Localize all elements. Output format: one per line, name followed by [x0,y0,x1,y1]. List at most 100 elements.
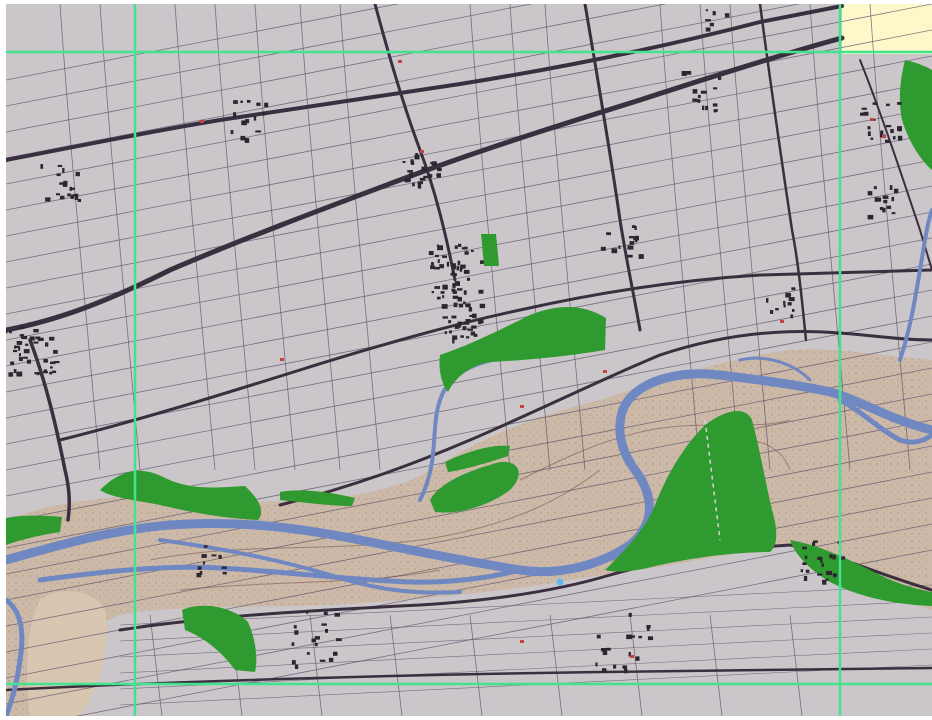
road-south-diagonal [58,268,932,442]
building [441,304,448,309]
building [885,125,892,128]
field-boundary [6,159,932,341]
building [211,554,217,557]
building [463,269,470,274]
field-boundary [339,4,381,471]
building [21,334,25,339]
building [402,161,406,163]
river-side-channel-2 [158,538,462,595]
building [638,254,644,259]
field-boundary [6,211,932,393]
building [783,300,786,306]
building [457,288,463,291]
building [770,310,774,314]
building [233,100,238,104]
building [448,320,452,324]
building [59,195,65,200]
building-marker [200,120,204,123]
field-boundary [59,4,101,471]
building [50,361,56,365]
building [25,343,29,346]
building [202,561,205,565]
building [460,264,466,269]
building [825,578,829,581]
building [291,660,296,665]
building [882,207,886,213]
field-boundary [509,4,551,471]
building [21,335,28,340]
building [839,556,845,560]
building [256,102,261,106]
building-marker [280,358,284,361]
building [442,255,447,258]
building [886,103,890,107]
building [35,336,41,340]
building [436,173,441,178]
building [692,98,698,102]
building [713,109,717,113]
building [861,107,867,110]
building [480,260,484,264]
building [462,326,467,331]
building [37,337,44,341]
field-boundary [709,614,723,716]
building [606,647,611,651]
building [478,319,484,324]
building [467,328,473,331]
building [464,251,469,255]
building [404,178,409,183]
building [201,554,207,558]
building [465,319,471,322]
woodland-southwest [182,605,257,672]
building [820,558,823,563]
building [75,171,80,177]
road-vertical-3 [583,4,642,332]
building [336,638,342,642]
building [19,334,23,337]
building [454,326,459,329]
road-bottom [6,666,932,692]
building [867,191,873,196]
building [14,345,21,348]
building [466,336,470,339]
building [478,289,484,294]
field-boundary [6,4,667,133]
building [419,177,426,181]
building [26,359,31,364]
building [430,265,435,270]
building [692,89,698,94]
building [437,245,443,251]
river-east-stream [898,208,932,362]
building [407,170,413,173]
building [451,263,456,268]
building [882,195,889,199]
building [246,100,251,103]
building [709,22,714,27]
building [442,316,448,319]
building [785,292,791,298]
building [879,207,884,211]
road-east-edge [859,59,932,271]
building [724,13,730,18]
building [255,130,262,133]
building [790,314,794,319]
building [602,650,608,655]
building [36,372,40,376]
field-boundary [6,29,932,211]
building-marker [870,118,874,121]
building [457,321,462,326]
building [33,329,39,333]
settlements [6,9,903,674]
building [618,245,621,249]
building [873,186,877,190]
field-boundary [6,133,932,315]
building [468,307,473,312]
field-boundary [6,4,801,159]
building [74,195,79,200]
building [59,182,66,185]
building [452,295,459,299]
building [306,611,309,614]
building [805,569,810,573]
